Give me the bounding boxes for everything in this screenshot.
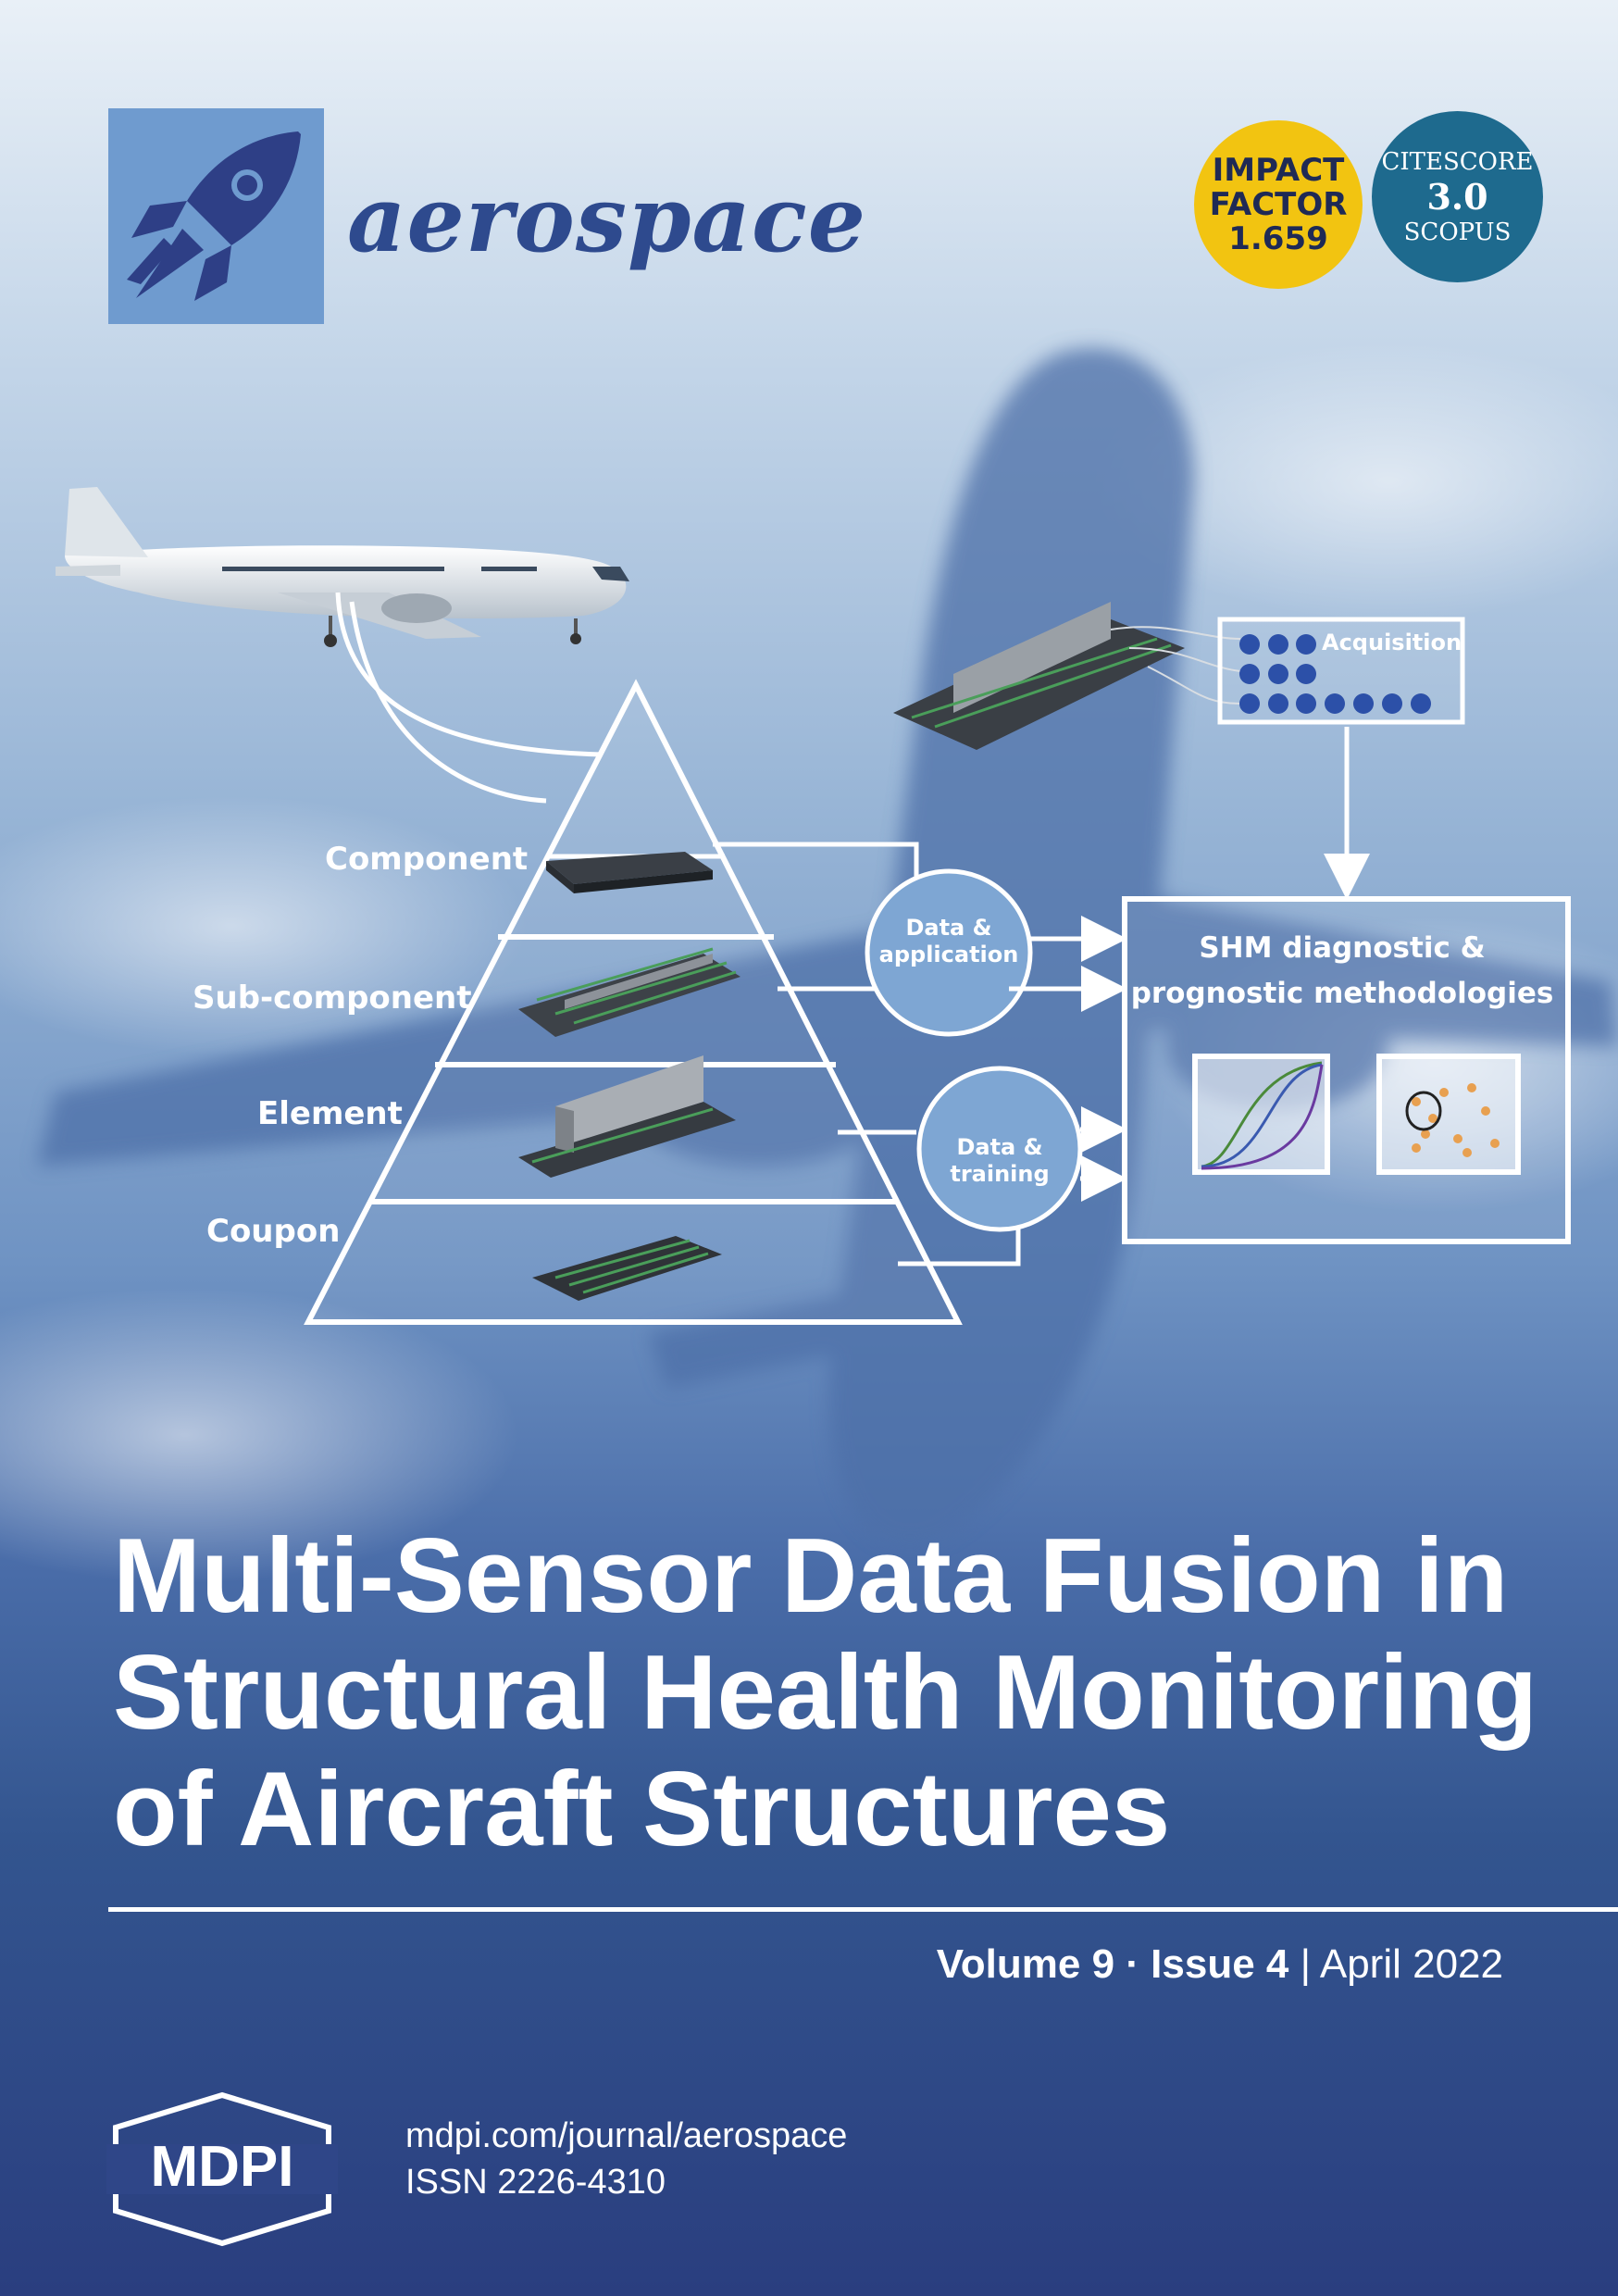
airplane-illustration <box>56 487 629 647</box>
volume-label: Volume 9 <box>936 1941 1115 1987</box>
rocket-icon <box>127 131 301 301</box>
pyramid-level-coupon: Coupon <box>206 1213 341 1250</box>
coupon-specimen <box>532 1236 722 1301</box>
mdpi-logo: MDPI <box>106 2091 338 2247</box>
mdpi-logo-text: MDPI <box>151 2135 294 2199</box>
data-application-line-2: application <box>878 942 1019 967</box>
journal-logo <box>108 108 324 324</box>
impact-factor-badge: IMPACT FACTOR 1.659 <box>1194 120 1363 289</box>
shm-methodologies-title: SHM diagnostic & prognostic methodologie… <box>1125 926 1560 1017</box>
data-training-line-2: training <box>950 1161 1050 1187</box>
data-training-label: Data & training <box>919 1134 1080 1188</box>
impact-factor-value: 1.659 <box>1228 219 1328 257</box>
issue-info: Volume 9 · Issue 4 | April 2022 <box>937 1941 1503 1988</box>
pyramid-level-element: Element <box>257 1095 403 1132</box>
shm-diagram <box>56 487 1500 1301</box>
issue-label: Issue 4 <box>1151 1941 1289 1987</box>
issue-separator: · <box>1126 1941 1139 1987</box>
article-title-line-1: Multi-Sensor Data Fusion in <box>113 1517 1509 1635</box>
shm-title-line-1: SHM diagnostic & <box>1199 931 1486 965</box>
sensor-specimen <box>893 602 1185 750</box>
issue-date: April 2022 <box>1319 1941 1503 1987</box>
data-training-line-1: Data & <box>956 1134 1043 1160</box>
impact-factor-label-2: FACTOR <box>1209 185 1348 223</box>
article-title-line-3: of Aircraft Structures <box>113 1751 1171 1868</box>
citescore-badge: CITESCORE 3.0 SCOPUS <box>1372 111 1543 282</box>
data-application-line-1: Data & <box>905 915 992 941</box>
citescore-label: CITESCORE <box>1381 147 1534 176</box>
issn-label: ISSN 2226-4310 <box>405 2163 666 2202</box>
article-title: Multi-Sensor Data Fusion in Structural H… <box>113 1518 1557 1868</box>
component-specimen <box>546 852 713 893</box>
shm-title-line-2: prognostic methodologies <box>1130 977 1554 1010</box>
data-training-circle <box>916 1066 1083 1232</box>
impact-factor-label-1: IMPACT <box>1212 151 1345 189</box>
publisher-info: mdpi.com/journal/aerospace ISSN 2226-431… <box>405 2113 847 2205</box>
sub-component-specimen <box>518 947 741 1037</box>
citescore-value: 3.0 <box>1426 175 1488 218</box>
article-title-line-2: Structural Health Monitoring <box>113 1634 1537 1752</box>
pyramid-level-sub-component: Sub-component <box>193 980 472 1017</box>
element-specimen <box>518 1055 736 1178</box>
data-application-circle <box>865 868 1033 1037</box>
scopus-label: SCOPUS <box>1403 218 1512 246</box>
issue-divider: | <box>1300 1941 1312 1987</box>
pyramid-level-component: Component <box>325 841 529 878</box>
acquisition-label: Acquisition <box>1322 630 1462 655</box>
journal-url-link[interactable]: mdpi.com/journal/aerospace <box>405 2116 848 2155</box>
data-application-label: Data & application <box>868 915 1029 968</box>
title-divider <box>108 1907 1618 1912</box>
journal-name: aerospace <box>347 167 867 273</box>
